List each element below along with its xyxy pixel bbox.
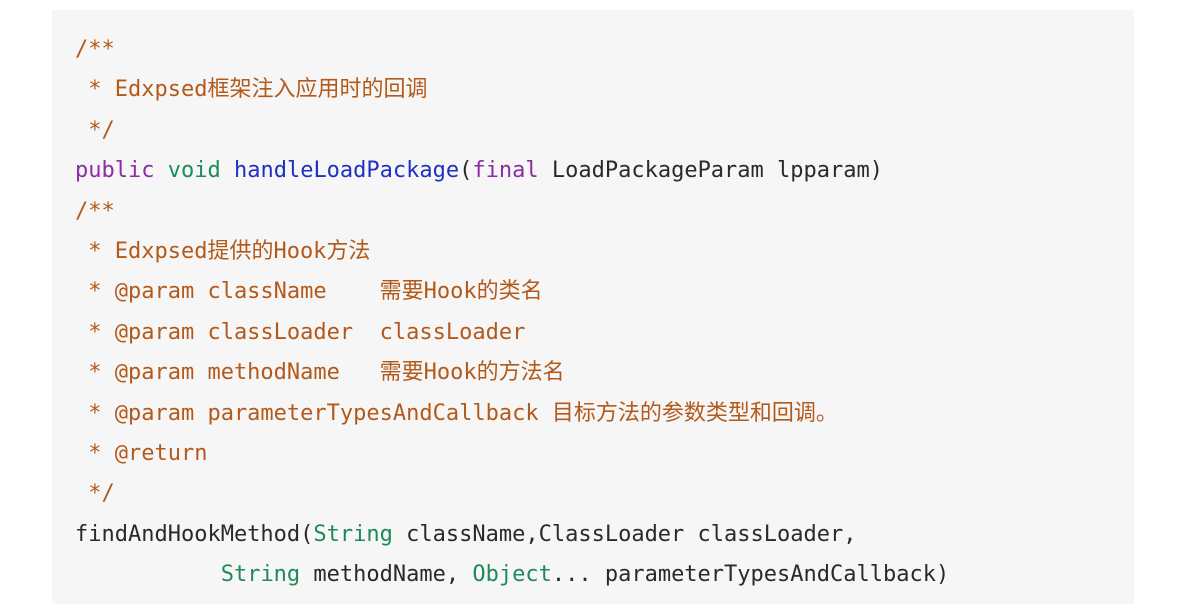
code-token-keyword: public [75,158,155,184]
code-token-plain: LoadPackageParam lpparam) [538,158,883,184]
code-token-plain [154,158,167,183]
code-line: * Edxpsed提供的Hook方法 [75,232,1134,272]
code-line: /** [75,30,1134,70]
code-line: * @param parameterTypesAndCallback 目标方法的… [75,394,1134,434]
code-token-type: String [313,521,393,547]
code-token-func: handleLoadPackage [233,158,460,184]
code-token-plain: ( [459,158,473,184]
code-block: /** * Edxpsed框架注入应用时的回调 */ public void ha… [52,10,1134,604]
code-line: public void handleLoadPackage(final Load… [75,151,1134,191]
code-token-plain [221,158,234,183]
code-line: * @param methodName 需要Hook的方法名 [75,353,1134,393]
code-token-comment: * Edxpsed框架注入应用时的回调 [75,77,428,103]
code-line: /** [75,192,1134,232]
code-line: * Edxpsed框架注入应用时的回调 [75,70,1134,110]
code-line: * @param className 需要Hook的类名 [75,272,1134,312]
code-token-plain: className,ClassLoader classLoader, [392,521,857,547]
code-token-comment: /** [75,198,115,224]
code-line: */ [75,474,1134,514]
code-token-plain: ... parameterTypesAndCallback) [551,562,950,588]
code-line: */ [75,111,1134,151]
code-token-comment: * @param methodName 需要Hook的方法名 [75,360,565,386]
code-token-comment: * @param parameterTypesAndCallback 目标方法的… [75,400,838,426]
code-token-plain: methodName, [300,562,473,588]
code-token-comment: */ [75,117,115,143]
code-token-comment: /** [75,37,115,62]
code-token-comment: * @param classLoader classLoader [75,319,526,345]
code-line: * @return [75,434,1134,474]
code-token-plain [75,562,221,587]
code-line: * @param classLoader classLoader [75,313,1134,353]
code-token-comment: * Edxpsed提供的Hook方法 [75,238,371,264]
code-line: String methodName, Object... parameterTy… [75,555,1134,595]
code-token-comment: */ [75,481,115,507]
code-token-type: String [220,562,301,588]
code-token-type: Object [472,562,552,588]
code-token-comment: * @param className 需要Hook的类名 [75,279,543,305]
code-token-comment: * @return [75,440,208,466]
code-line: findAndHookMethod(String className,Class… [75,515,1134,555]
code-token-plain: findAndHookMethod( [75,521,314,547]
code-token-type: void [167,158,221,184]
code-token-keyword: final [472,158,539,184]
